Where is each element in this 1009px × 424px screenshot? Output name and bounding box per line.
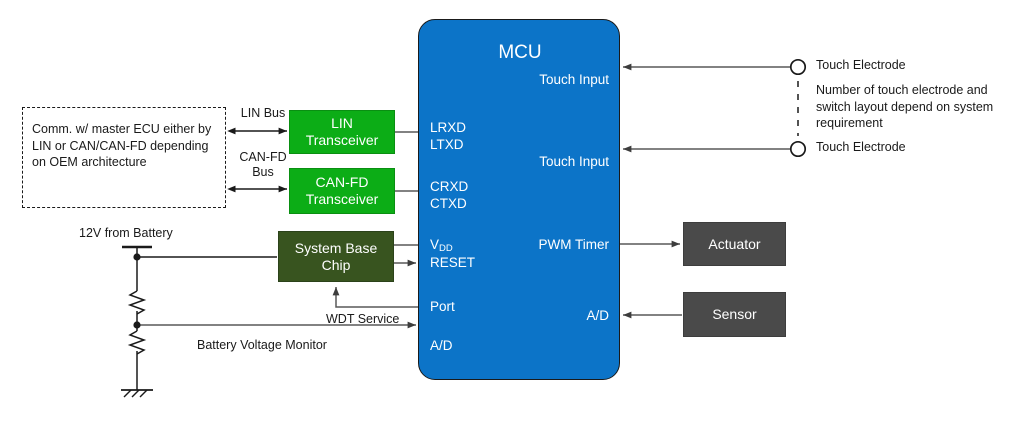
label-lin-bus: LIN Bus	[240, 106, 286, 120]
mcu-pin-crxd: CRXD	[430, 179, 469, 194]
mcu-pin-port: Port	[430, 299, 455, 314]
system-base-chip-line2: Chip	[321, 256, 351, 273]
ecu-comment-text: Comm. w/ master ECU either by LIN or CAN…	[32, 122, 212, 169]
can-fd-transceiver-block[interactable]: CAN-FD Transceiver	[289, 168, 395, 214]
system-base-chip-line1: System Base	[294, 239, 378, 256]
actuator-block[interactable]: Actuator	[683, 222, 786, 266]
junction-dot-battery	[133, 253, 141, 261]
lin-transceiver-line2: Transceiver	[305, 132, 379, 148]
mcu-pin-vdd-subscript: DD	[439, 243, 453, 254]
mcu-pin-reset: RESET	[430, 255, 476, 270]
sensor-label: Sensor	[712, 306, 757, 323]
system-base-chip-label: System Base Chip	[295, 240, 377, 273]
lin-transceiver-block[interactable]: LIN Transceiver	[289, 110, 395, 154]
touch-electrode-bottom-icon	[789, 140, 807, 158]
touch-electrode-top-icon	[789, 58, 807, 76]
ground-hatch-3	[139, 389, 148, 398]
label-can-fd-bus: CAN-FD Bus	[239, 150, 287, 180]
mcu-title: MCU	[498, 42, 542, 63]
ground-hatch-1	[123, 389, 132, 398]
mcu-pin-pwm-timer: PWM Timer	[538, 237, 610, 252]
can-fd-transceiver-label: CAN-FD Transceiver	[306, 174, 379, 207]
touch-electrode-note: Number of touch electrode and switch lay…	[816, 83, 994, 130]
label-battery-voltage-monitor: Battery Voltage Monitor	[197, 338, 327, 352]
mcu-pin-touch-input-top: Touch Input	[539, 72, 609, 87]
can-fd-transceiver-line2: Transceiver	[305, 191, 379, 207]
mcu-block[interactable]: MCU Touch Input Touch Input LRXD LTXD CR…	[418, 19, 620, 380]
can-fd-transceiver-line1: CAN-FD	[315, 174, 369, 191]
mcu-pin-ltxd: LTXD	[430, 137, 464, 152]
resistor-upper	[127, 290, 147, 315]
system-base-chip-block[interactable]: System Base Chip	[278, 231, 394, 282]
mcu-pin-vdd: VDD	[430, 237, 453, 254]
label-touch-electrode-top: Touch Electrode	[816, 58, 906, 72]
mcu-pin-lrxd: LRXD	[430, 120, 467, 135]
ground-hatch-2	[131, 389, 140, 398]
mcu-pin-vdd-base: V	[430, 237, 440, 252]
wire-wdt-service	[332, 286, 418, 308]
sensor-block[interactable]: Sensor	[683, 292, 786, 337]
label-touch-electrode-bottom: Touch Electrode	[816, 140, 906, 154]
junction-dot-divider	[133, 321, 141, 329]
ecu-comment-box: Comm. w/ master ECU either by LIN or CAN…	[22, 107, 226, 208]
lin-transceiver-line1: LIN	[331, 115, 353, 132]
mcu-pin-ad-right: A/D	[586, 308, 609, 323]
mcu-pin-ctxd: CTXD	[430, 196, 467, 211]
lin-transceiver-label: LIN Transceiver	[306, 115, 379, 148]
actuator-label: Actuator	[708, 235, 761, 252]
label-battery-supply: 12V from Battery	[79, 226, 173, 240]
mcu-pin-touch-input-bottom: Touch Input	[539, 154, 609, 169]
label-wdt-service: WDT Service	[326, 312, 400, 326]
mcu-pin-ad-left: A/D	[430, 338, 453, 353]
resistor-lower	[127, 330, 147, 355]
